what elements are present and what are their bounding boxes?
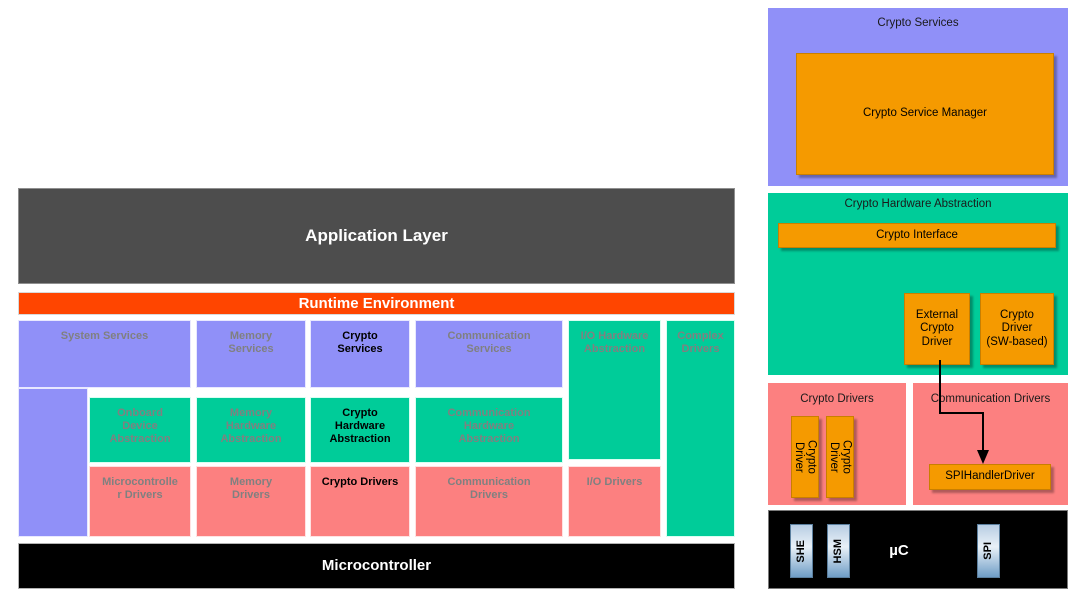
block-label: Onboard Device Abstraction <box>109 407 171 445</box>
panel-microcontroller: SHE HSM SPI µC <box>768 510 1068 589</box>
block-crypto-services: Crypto Services <box>310 320 410 388</box>
microcontroller-label: Microcontroller <box>321 557 432 575</box>
application-layer-label: Application Layer <box>305 225 448 245</box>
block-label: Crypto Driver <box>828 440 853 474</box>
block-label: Communication Hardware Abstraction <box>447 407 531 445</box>
block-communication-hardware-abstraction: Communication Hardware Abstraction <box>415 397 563 463</box>
block-crypto-driver-sw-based: Crypto Driver (SW-based) <box>980 293 1054 365</box>
block-spi-handler-driver: SPIHandlerDriver <box>929 464 1051 490</box>
block-label: Memory Services <box>228 330 274 355</box>
block-crypto-interface: Crypto Interface <box>778 223 1056 248</box>
block-label: Complex Drivers <box>677 330 724 355</box>
block-memory-services: Memory Services <box>196 320 306 388</box>
block-label: Crypto Drivers <box>321 476 399 488</box>
block-crypto-service-manager: Crypto Service Manager <box>796 53 1054 175</box>
block-label: External Crypto Driver <box>915 308 959 348</box>
block-communication-drivers: Communication Drivers <box>415 466 563 537</box>
chip-hsm: HSM <box>827 524 850 578</box>
panel-crypto-drivers-title: Crypto Drivers <box>800 393 874 405</box>
block-complex-drivers: Complex Drivers <box>666 320 735 537</box>
chip-she: SHE <box>790 524 813 578</box>
microcontroller-core-label: µC <box>889 542 909 560</box>
block-communication-services: Communication Services <box>415 320 563 388</box>
block-label: I/O Hardware Abstraction <box>580 330 649 355</box>
block-microcontroller-drivers: Microcontrolle r Drivers <box>89 466 191 537</box>
block-external-crypto-driver: External Crypto Driver <box>904 293 970 365</box>
chip-spi: SPI <box>977 524 1000 578</box>
panel-crypto-drivers: Crypto Drivers Crypto Driver Crypto Driv… <box>768 383 906 505</box>
block-label: Communication Services <box>447 330 531 355</box>
block-onboard-device-abstraction: Onboard Device Abstraction <box>89 397 191 463</box>
block-label: Crypto Interface <box>876 228 958 241</box>
block-label: Crypto Services <box>337 330 383 355</box>
runtime-environment-block: Runtime Environment <box>18 292 735 315</box>
block-io-hardware-abstraction: I/O Hardware Abstraction <box>568 320 661 460</box>
block-memory-hardware-abstraction: Memory Hardware Abstraction <box>196 397 306 463</box>
chip-label: SPI <box>982 542 995 560</box>
block-label: System Services <box>60 330 149 342</box>
block-io-drivers: I/O Drivers <box>568 466 661 537</box>
block-label: SPIHandlerDriver <box>945 470 1035 483</box>
block-system-services-extension <box>18 388 88 537</box>
panel-crypto-hardware-abstraction-title: Crypto Hardware Abstraction <box>844 198 992 210</box>
block-label: Crypto Driver <box>793 440 818 474</box>
panel-crypto-services-title: Crypto Services <box>877 17 959 29</box>
block-label: Crypto Service Manager <box>863 107 987 120</box>
block-crypto-hardware-abstraction: Crypto Hardware Abstraction <box>310 397 410 463</box>
microcontroller-block: Microcontroller <box>18 543 735 589</box>
block-label: Crypto Driver (SW-based) <box>986 308 1048 348</box>
application-layer-block: Application Layer <box>18 188 735 284</box>
chip-label: SHE <box>795 539 808 563</box>
block-label: Memory Hardware Abstraction <box>220 407 282 445</box>
block-crypto-driver-1: Crypto Driver <box>791 416 819 498</box>
panel-crypto-services: Crypto Services Crypto Service Manager <box>768 8 1068 186</box>
panel-communication-drivers: Communication Drivers SPIHandlerDriver <box>913 383 1068 505</box>
block-label: Memory Drivers <box>229 476 273 501</box>
block-label: Microcontrolle r Drivers <box>102 476 178 501</box>
runtime-environment-label: Runtime Environment <box>298 294 455 312</box>
block-system-services: System Services <box>18 320 191 388</box>
panel-crypto-hardware-abstraction: Crypto Hardware Abstraction Crypto Inter… <box>768 193 1068 375</box>
block-crypto-drivers: Crypto Drivers <box>310 466 410 537</box>
chip-label: HSM <box>832 538 845 564</box>
panel-communication-drivers-title: Communication Drivers <box>930 393 1051 405</box>
block-label: Crypto Hardware Abstraction <box>329 407 391 445</box>
block-label: I/O Drivers <box>586 476 643 488</box>
block-memory-drivers: Memory Drivers <box>196 466 306 537</box>
block-crypto-driver-2: Crypto Driver <box>826 416 854 498</box>
block-label: Communication Drivers <box>447 476 531 501</box>
